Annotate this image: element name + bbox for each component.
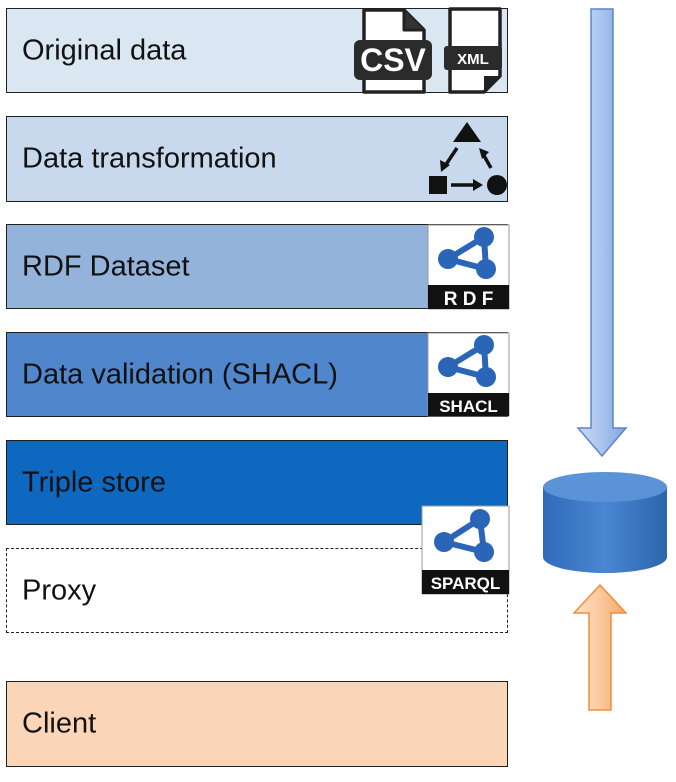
rdf-logo-icon: R D F [427, 224, 510, 310]
shacl-logo-icon: SHACL [427, 332, 510, 417]
layer-label: Data validation (SHACL) [22, 358, 338, 390]
svg-text:CSV: CSV [360, 42, 426, 78]
svg-text:XML: XML [457, 51, 489, 68]
layer-label: Proxy [22, 574, 97, 606]
layer-client: Client [6, 681, 508, 767]
svg-text:SHACL: SHACL [439, 397, 498, 416]
svg-text:R D F: R D F [444, 289, 494, 310]
layer-label: Client [22, 707, 97, 740]
csv-file-icon: CSV [354, 8, 432, 94]
up-arrow [572, 583, 628, 711]
down-arrow [576, 8, 628, 458]
xml-file-icon: XML [444, 7, 502, 94]
database-icon [543, 472, 667, 573]
svg-text:SPARQL: SPARQL [431, 574, 501, 593]
layer-data-validation: Data validation (SHACL) [6, 332, 508, 417]
layer-rdf-dataset: RDF Dataset [6, 224, 508, 309]
sparql-logo-icon: SPARQL [421, 505, 510, 595]
layer-label: Data transformation [22, 142, 277, 175]
layer-label: Original data [22, 34, 187, 66]
layer-data-transformation: Data transformation [6, 116, 508, 202]
transformation-icon [429, 122, 507, 195]
layer-label: Triple store [22, 466, 166, 498]
layer-label: RDF Dataset [22, 250, 190, 282]
